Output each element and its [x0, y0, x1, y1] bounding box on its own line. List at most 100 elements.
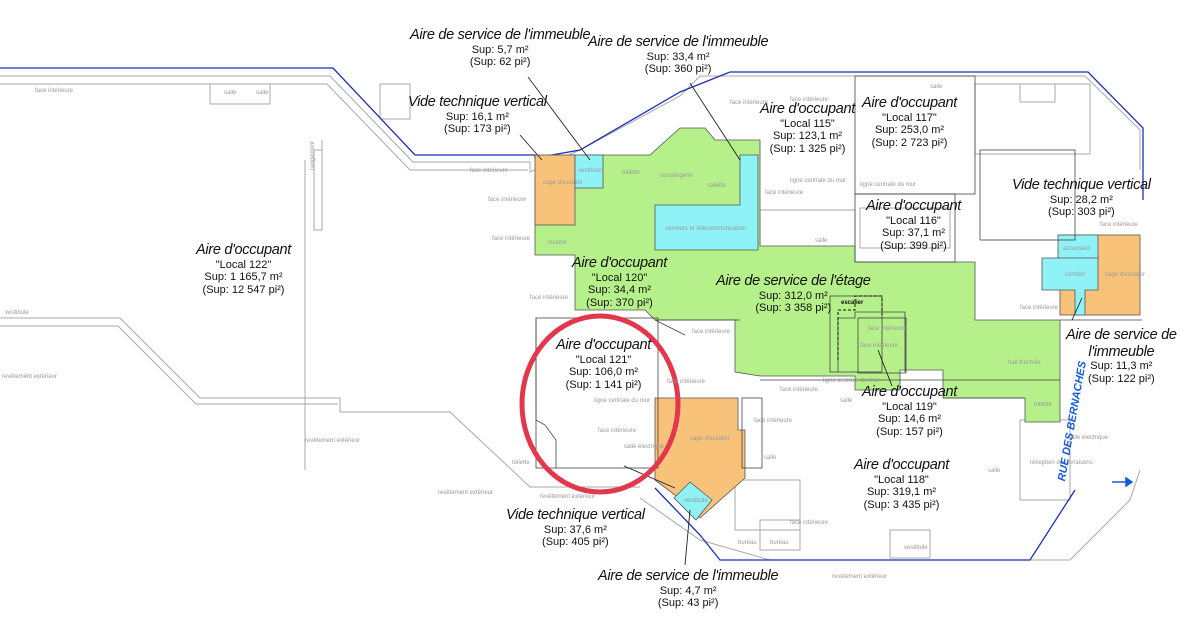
label-area-ft2: (Sup: 399 pi²): [880, 239, 947, 252]
tag-ligne-mur: ligne centrale du mur: [790, 178, 847, 184]
tag-face-interieure: face intérieure: [1100, 222, 1139, 228]
leader-lines: [519, 76, 1083, 566]
tag-face-interieure: face intérieure: [780, 387, 819, 393]
label-title: Vide technique vertical: [408, 94, 547, 110]
tag-revetement: revêtement extérieur: [305, 438, 361, 444]
street-arrow: [1112, 476, 1134, 488]
tag-revetement: revêtement extérieur: [438, 490, 494, 496]
tag-salle: salle: [840, 398, 853, 404]
label-title: Vide technique vertical: [506, 507, 645, 523]
label-area-m2: Sup: 16,1 m²: [445, 110, 509, 123]
highlight-circle: [519, 313, 681, 495]
tag-face-interieure: face intérieure: [860, 343, 899, 349]
label-local-name: "Local 115": [780, 117, 835, 130]
tag-salle: salle: [256, 90, 269, 96]
tag-face-interieure: face intérieure: [35, 88, 74, 94]
label-title-2: l'immeuble: [1088, 343, 1155, 360]
tag-face-interieure: face intérieure: [790, 97, 829, 103]
label-area-ft2: (Sup: 3 358 pi²): [755, 302, 832, 315]
label-area-m2: Sup: 4,7 m²: [659, 584, 717, 597]
tag-toilette: toilette: [622, 170, 640, 176]
tag-face-interieure: face intérieure: [667, 379, 706, 385]
label-area-m2: Sup: 312,0 m²: [758, 289, 828, 302]
label-area-m2: Sup: 123,1 m²: [772, 130, 843, 143]
label-area-ft2: (Sup: 62 pi²): [469, 56, 531, 69]
label-area-m2: Sup: 33,4 m²: [646, 50, 710, 63]
tag-revetement: revêtement extérieur: [2, 374, 58, 380]
label-local-115: Aire d'occupant "Local 115" Sup: 123,1 m…: [760, 101, 855, 156]
tag-cage-escalier: cage d'escalier: [690, 436, 730, 442]
label-title: Aire d'occupant: [196, 242, 291, 258]
label-area-m2: Sup: 34,4 m²: [588, 284, 651, 297]
label-local-name: "Local 119": [882, 400, 937, 413]
label-area-ft2: (Sup: 122 pi²): [1088, 372, 1155, 385]
tag-cuisine: cuisine: [548, 240, 567, 246]
tag-face-interieure: face intérieure: [754, 418, 793, 424]
tag-vestibule: vestibule: [684, 498, 708, 504]
tag-serveurs: serveurs et télécommunication: [665, 226, 747, 232]
label-area-m2: Sup: 253,0 m²: [874, 124, 945, 137]
label-local-117: Aire d'occupant "Local 117" Sup: 253,0 m…: [862, 95, 957, 150]
tag-face-interieure: face intérieure: [692, 329, 731, 335]
label-title: Aire de service de l'étage: [716, 273, 871, 289]
label-vt-c: Vide technique vertical Sup: 37,6 m² (Su…: [506, 507, 645, 549]
label-local-116: Aire d'occupant "Local 116" Sup: 37,1 m²…: [866, 198, 961, 253]
tag-bureau: bureau: [770, 540, 789, 546]
label-area-ft2: (Sup: 1 325 pi²): [769, 142, 846, 155]
label-vt-a: Vide technique vertical Sup: 16,1 m² (Su…: [408, 94, 547, 136]
label-area-ft2: (Sup: 405 pi²): [542, 536, 609, 549]
label-title: Aire de service de l'immeuble: [588, 34, 769, 50]
label-title: Aire d'occupant: [556, 337, 651, 353]
label-title: Aire de service de l'immeuble: [410, 27, 591, 43]
tag-ligne-mur: ligne centrale du mur: [823, 378, 880, 384]
cyan-areas: [574, 154, 1099, 521]
label-svc-b: Aire de service de l'immeuble Sup: 33,4 …: [588, 34, 769, 76]
label-svc-a: Aire de service de l'immeuble Sup: 5,7 m…: [410, 27, 591, 69]
tag-rangement: rangement: [310, 141, 316, 170]
label-local-118: Aire d'occupant "Local 118" Sup: 319,1 m…: [854, 457, 949, 512]
label-local-name: "Local 121": [575, 353, 632, 366]
label-area-ft2: (Sup: 43 pi²): [657, 597, 719, 610]
label-local-name: "Local 116": [886, 214, 941, 227]
label-vt-b: Vide technique vertical Sup: 28,2 m² (Su…: [1012, 177, 1151, 219]
tag-conciergerie: conciergerie: [660, 173, 693, 179]
tag-ligne-mur: ligne centrale du mur: [860, 182, 917, 188]
tag-face-interieure: face intérieure: [1020, 305, 1059, 311]
tag-vestibule: vestibule: [578, 168, 602, 174]
tag-face-interieure: face intérieure: [492, 236, 531, 242]
tag-ligne-mur: ligne centrale du mur: [594, 398, 651, 404]
label-area-ft2: (Sup: 12 547 pi²): [202, 283, 285, 296]
label-area-m2: Sup: 106,0 m²: [568, 366, 639, 379]
label-title: Aire d'occupant: [862, 95, 957, 111]
tag-salle-elec: salle électrique: [1068, 435, 1109, 441]
tag-salle: salle: [764, 455, 777, 461]
label-title: Aire de service de l'immeuble: [598, 568, 779, 584]
tag-face-interieure: face intérieure: [488, 197, 527, 203]
tag-face-interieure: face intérieure: [730, 100, 769, 106]
label-svc-c: Aire de service de l'immeuble Sup: 11,3 …: [1066, 327, 1177, 386]
tag-bureau: bureau: [738, 540, 757, 546]
tag-toilette: toilette: [1034, 402, 1052, 408]
label-title: Aire d'occupant: [854, 457, 949, 473]
tag-vestibule: vestibule: [904, 545, 928, 551]
label-area-m2: Sup: 37,1 m²: [882, 227, 945, 240]
label-area-m2: Sup: 37,6 m²: [543, 523, 607, 536]
tag-face-interieure: face intérieure: [868, 326, 907, 332]
label-area-ft2: (Sup: 157 pi²): [876, 425, 943, 438]
label-area-ft2: (Sup: 303 pi²): [1048, 206, 1115, 219]
tag-salle: salle: [224, 90, 237, 96]
tag-revetement: revêtement extérieur: [832, 574, 888, 580]
label-local-121: Aire d'occupant "Local 121" Sup: 106,0 m…: [556, 337, 651, 392]
label-title: Aire d'occupant: [862, 384, 957, 400]
tag-face-interieure: face intérieure: [470, 168, 509, 174]
label-area-m2: Sup: 1 165,7 m²: [204, 271, 283, 284]
label-local-119: Aire d'occupant "Local 119" Sup: 14,6 m²…: [862, 384, 957, 439]
tag-reception: réception des livraisons: [1030, 460, 1093, 466]
label-area-ft2: (Sup: 360 pi²): [644, 63, 712, 76]
tag-face-interieure: face intérieure: [790, 520, 829, 526]
label-title: Aire d'occupant: [866, 198, 961, 214]
label-area-ft2: (Sup: 370 pi²): [586, 296, 653, 309]
tag-toilette: toilette: [708, 183, 726, 189]
tag-vestibule: vestibule: [5, 310, 29, 316]
